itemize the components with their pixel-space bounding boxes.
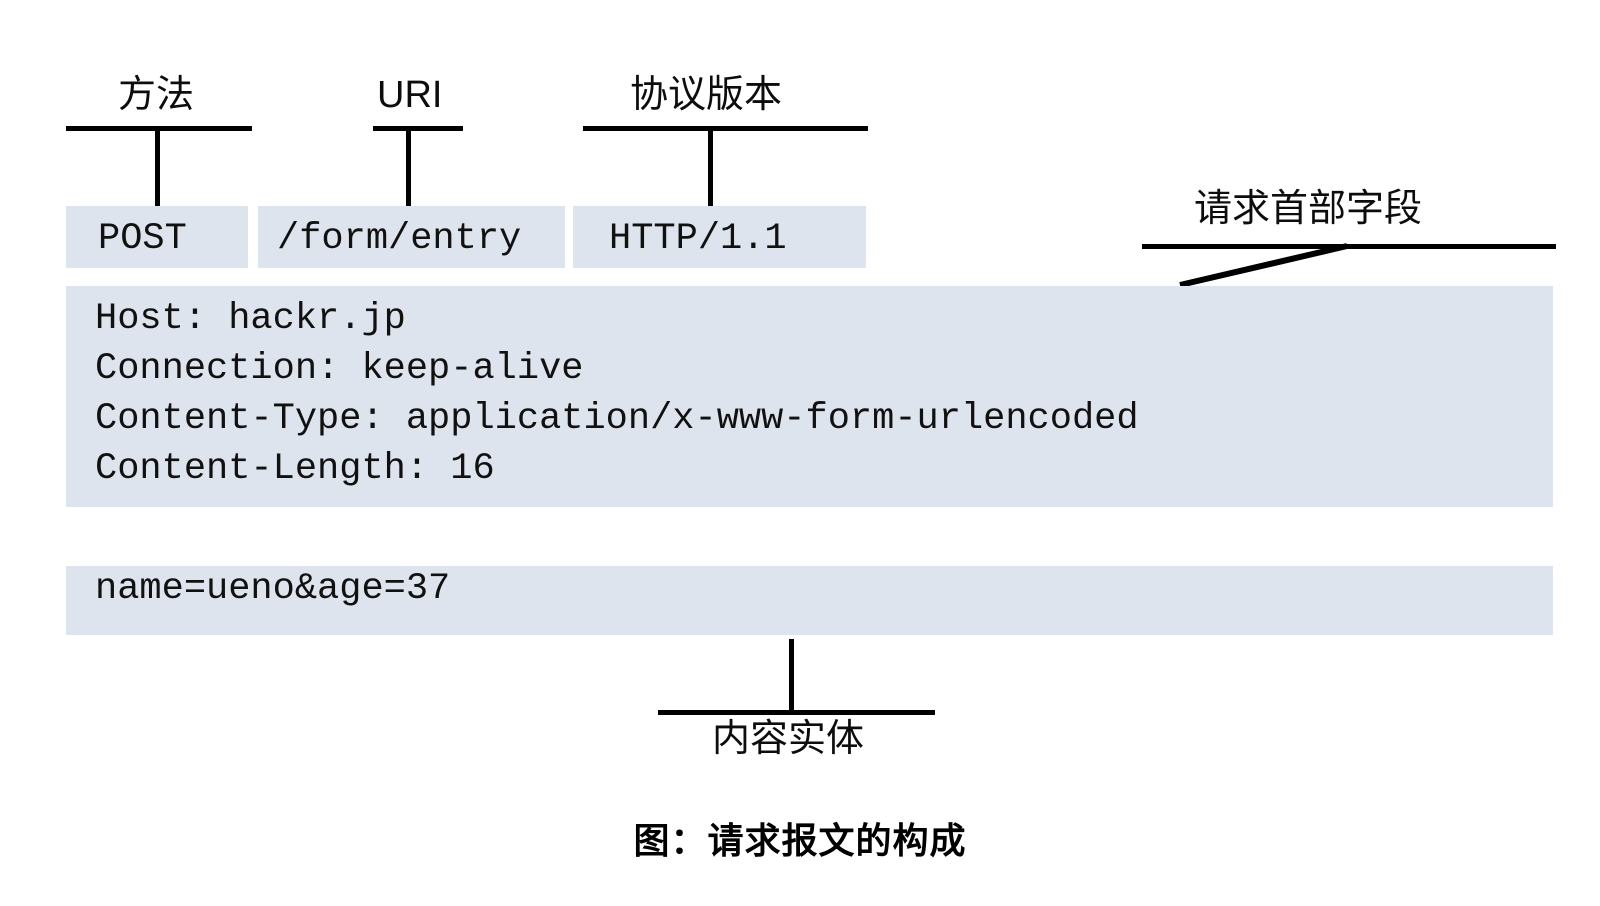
request-header-fields-leader-diagonal-line — [1179, 243, 1348, 288]
message-body-annotation-label: 内容实体 — [712, 718, 865, 760]
method-annotation-label: 方法 — [118, 74, 195, 116]
version-box — [573, 206, 866, 268]
version-leader-horizontal-line — [583, 126, 868, 131]
request-header-fields-box — [66, 286, 1553, 507]
method-leader-vertical-line — [155, 126, 160, 206]
message-body-box — [66, 566, 1553, 635]
message-body-leader-vertical-line — [789, 639, 794, 714]
uri-annotation-label: URI — [377, 74, 443, 116]
uri-value: /form/entry — [277, 218, 522, 260]
method-box — [66, 206, 248, 268]
request-header-fields-annotation-label: 请求首部字段 — [1194, 188, 1423, 230]
method-value: POST — [98, 218, 187, 260]
header-line: Content-Type: application/x-www-form-url… — [95, 398, 1139, 440]
message-body-value: name=ueno&age=37 — [95, 568, 451, 610]
uri-leader-horizontal-line — [373, 126, 463, 131]
header-line: Content-Length: 16 — [95, 448, 495, 490]
uri-box — [258, 206, 565, 268]
version-value: HTTP/1.1 — [609, 218, 787, 260]
figure-caption: 图：请求报文的构成 — [633, 820, 967, 861]
uri-leader-vertical-line — [406, 126, 411, 206]
message-body-leader-horizontal-line — [658, 710, 935, 715]
version-leader-vertical-line — [708, 126, 713, 206]
header-line: Host: hackr.jp — [95, 298, 406, 340]
header-line: Connection: keep-alive — [95, 348, 584, 390]
request-header-fields-leader-horizontal-line — [1142, 244, 1556, 249]
version-annotation-label: 协议版本 — [630, 74, 783, 116]
